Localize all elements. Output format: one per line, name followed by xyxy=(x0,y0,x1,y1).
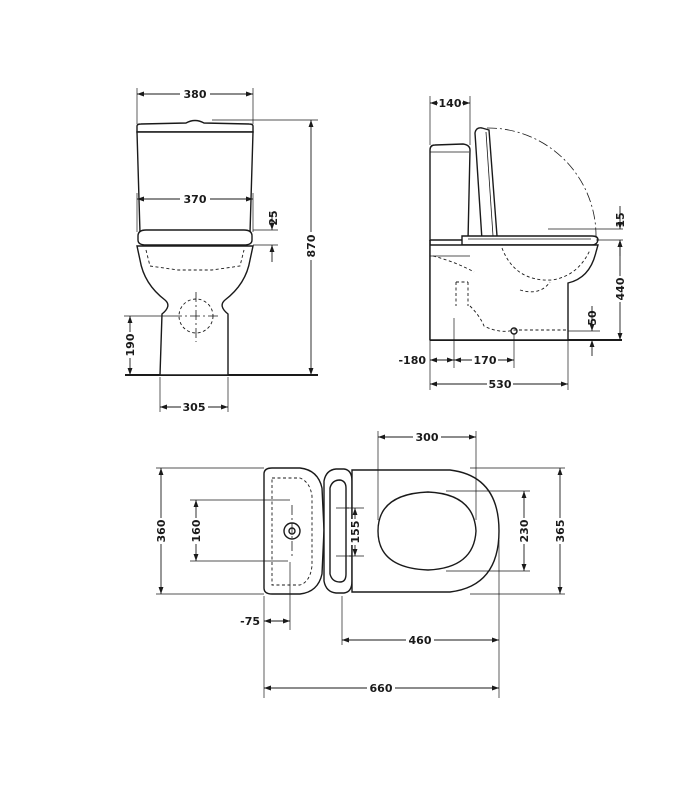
front-seat xyxy=(137,229,253,246)
dim-front-total-height: 870 xyxy=(305,234,318,257)
front-bowl xyxy=(136,245,254,376)
side-trap-hidden-top xyxy=(432,255,475,273)
dim-top-cistern-width: 360 xyxy=(155,519,168,542)
side-inlet-hidden xyxy=(455,281,469,306)
dim-top-inlet-spacing: 160 xyxy=(190,519,203,542)
side-seat xyxy=(461,235,599,246)
dim-front-seat-gap: 25 xyxy=(267,210,280,225)
dim-side-outlet-height: 50 xyxy=(586,310,599,326)
dim-top-total-length: 660 xyxy=(370,682,393,695)
dim-front-outlet-height: 190 xyxy=(124,333,137,356)
side-trap-hidden-bottom xyxy=(469,305,566,332)
side-view: 140 15 440 50 -180 170 530 xyxy=(398,96,627,391)
top-seat-opening xyxy=(377,491,477,571)
top-cistern-hidden xyxy=(271,477,313,586)
dim-top-seat-width: 300 xyxy=(416,431,439,444)
dim-top-bowl-opening: 230 xyxy=(518,519,531,542)
dim-side-cistern-depth: 140 xyxy=(439,97,462,110)
dim-side-outlet-distance: 170 xyxy=(474,354,497,367)
dim-top-bowl-width: 365 xyxy=(554,520,567,543)
side-bowl-hidden-interior xyxy=(501,247,591,281)
dim-top-wall-offset: -75 xyxy=(240,615,260,628)
dim-side-total-depth: 530 xyxy=(489,378,512,391)
dim-front-cistern-inner-width: 370 xyxy=(184,193,207,206)
side-bowl-body xyxy=(429,240,599,341)
side-cistern xyxy=(429,143,471,241)
side-lid-swing-arc xyxy=(486,127,597,239)
side-raised-lid xyxy=(474,127,498,241)
front-cistern-body xyxy=(136,131,254,234)
dim-front-cistern-width: 380 xyxy=(184,88,207,101)
dim-front-base-width: 305 xyxy=(183,401,206,414)
front-bowl-hidden-line xyxy=(145,249,245,271)
top-hinge-block xyxy=(323,468,353,594)
front-cistern-lid xyxy=(136,119,254,133)
top-view: 300 360 160 155 230 365 -75 460 660 xyxy=(154,430,567,698)
dim-side-lid-clearance: 15 xyxy=(614,212,627,227)
front-view: 380 370 25 870 190 305 xyxy=(122,86,318,414)
dim-top-hinge-spacing: 155 xyxy=(349,521,362,544)
dim-top-seat-length: 460 xyxy=(409,634,432,647)
dim-side-wall-offset: -180 xyxy=(398,354,426,367)
dim-side-rim-height: 440 xyxy=(614,277,627,300)
